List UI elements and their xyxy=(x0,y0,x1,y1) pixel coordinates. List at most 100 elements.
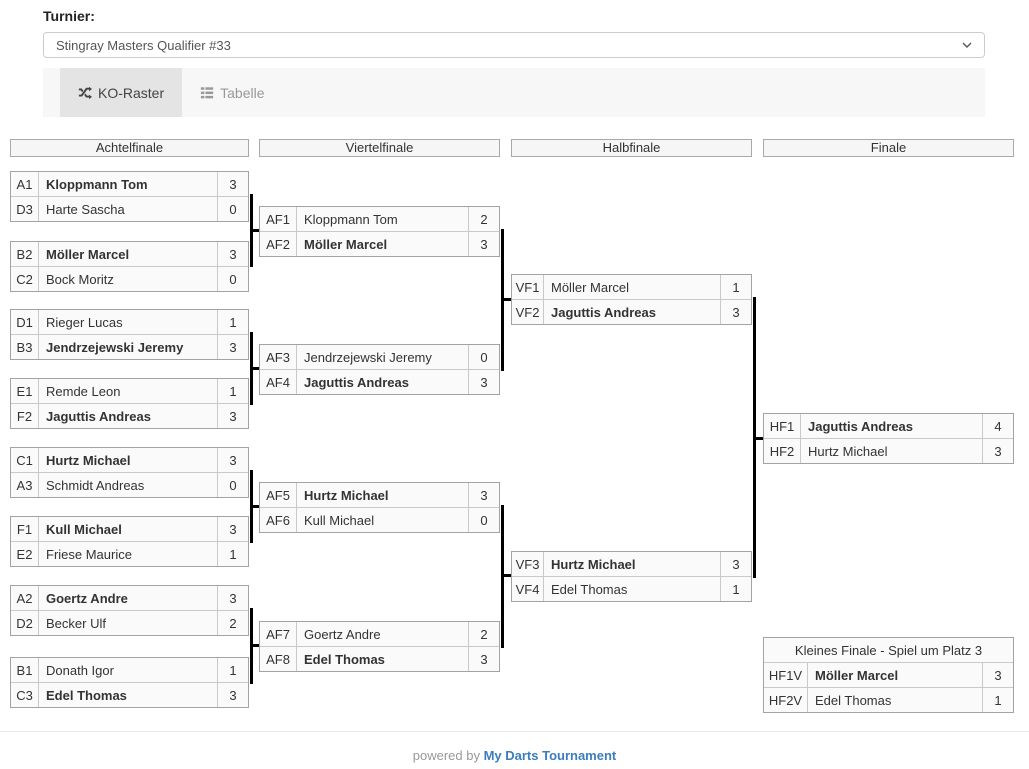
chevron-down-icon xyxy=(962,42,972,48)
match-row: AF7 Goertz Andre 2 xyxy=(260,622,499,646)
player-name: Hurtz Michael xyxy=(808,443,888,459)
match: F1 Kull Michael 3 E2 Friese Maurice 1 xyxy=(10,516,249,567)
player-code: AF8 xyxy=(260,647,297,671)
player-name: Jendrzejewski Jeremy xyxy=(46,339,184,355)
match-row: A2 Goertz Andre 3 xyxy=(11,586,248,610)
player-score: 1 xyxy=(217,542,248,566)
player-name: Hurtz Michael xyxy=(304,487,389,503)
powered-by-text: powered by xyxy=(412,748,484,763)
player-name: Hurtz Michael xyxy=(551,556,636,572)
match-row: AF2 Möller Marcel 3 xyxy=(260,231,499,256)
player-code: B1 xyxy=(11,658,39,682)
player-code: F1 xyxy=(11,517,39,541)
player-name: Edel Thomas xyxy=(46,687,127,703)
match-row: AF3 Jendrzejewski Jeremy 0 xyxy=(260,345,499,369)
player-name: Remde Leon xyxy=(46,383,121,399)
match: D1 Rieger Lucas 1 B3 Jendrzejewski Jerem… xyxy=(10,309,249,360)
player-score: 3 xyxy=(217,517,248,541)
player-score: 3 xyxy=(720,552,751,576)
player-name: Bock Moritz xyxy=(46,271,114,287)
player-score: 3 xyxy=(982,663,1013,687)
player-code: B3 xyxy=(11,335,39,359)
player-code: A1 xyxy=(11,172,39,196)
tournament-select-value: Stingray Masters Qualifier #33 xyxy=(56,37,231,53)
player-score: 1 xyxy=(720,577,751,601)
tab-tabelle[interactable]: Tabelle xyxy=(182,68,282,117)
match-row: HF1V Möller Marcel 3 xyxy=(764,663,1013,687)
player-name: Hurtz Michael xyxy=(46,452,131,468)
bracket-connector xyxy=(250,505,259,508)
player-code: C2 xyxy=(11,267,39,291)
match-row: D2 Becker Ulf 2 xyxy=(11,610,248,635)
bracket-connector xyxy=(753,437,763,440)
round-header-finale: Finale xyxy=(763,139,1014,157)
player-code: A2 xyxy=(11,586,39,610)
tab-ko-raster-label: KO-Raster xyxy=(98,84,165,101)
player-score: 3 xyxy=(217,172,248,196)
player-score: 3 xyxy=(217,683,248,707)
match-row: D3 Harte Sascha 0 xyxy=(11,196,248,221)
match-row: VF3 Hurtz Michael 3 xyxy=(512,552,751,576)
player-code: D2 xyxy=(11,611,39,635)
match: AF1 Kloppmann Tom 2 AF2 Möller Marcel 3 xyxy=(259,206,500,257)
player-score: 4 xyxy=(982,414,1013,438)
match-row: D1 Rieger Lucas 1 xyxy=(11,310,248,334)
player-score: 3 xyxy=(720,300,751,324)
player-score: 3 xyxy=(468,370,499,394)
match-kleines-finale: Kleines Finale - Spiel um Platz 3 HF1V M… xyxy=(763,637,1014,713)
player-score: 1 xyxy=(720,275,751,299)
powered-by-link[interactable]: My Darts Tournament xyxy=(483,748,617,763)
match-row: A3 Schmidt Andreas 0 xyxy=(11,472,248,497)
player-name: Möller Marcel xyxy=(551,279,630,295)
player-code: AF4 xyxy=(260,370,297,394)
player-code: B2 xyxy=(11,242,39,266)
player-code: D3 xyxy=(11,197,39,221)
match-row: HF1 Jaguttis Andreas 4 xyxy=(764,414,1013,438)
player-name: Jendrzejewski Jeremy xyxy=(304,349,432,365)
player-code: F2 xyxy=(11,404,39,428)
match: C1 Hurtz Michael 3 A3 Schmidt Andreas 0 xyxy=(10,447,249,498)
player-name: Rieger Lucas xyxy=(46,314,123,330)
player-score: 3 xyxy=(982,439,1013,463)
tournament-select[interactable]: Stingray Masters Qualifier #33 xyxy=(43,32,985,58)
player-name: Kull Michael xyxy=(46,521,122,537)
footer: powered by My Darts Tournament xyxy=(0,748,1029,763)
match-row: VF1 Möller Marcel 1 xyxy=(512,275,751,299)
match-row: B2 Möller Marcel 3 xyxy=(11,242,248,266)
player-score: 3 xyxy=(468,232,499,256)
match: A2 Goertz Andre 3 D2 Becker Ulf 2 xyxy=(10,585,249,636)
match: HF1 Jaguttis Andreas 4 HF2 Hurtz Michael… xyxy=(763,413,1014,464)
player-name: Edel Thomas xyxy=(815,692,892,708)
player-code: C3 xyxy=(11,683,39,707)
bracket-connector xyxy=(501,298,511,301)
player-score: 0 xyxy=(217,473,248,497)
player-name: Jaguttis Andreas xyxy=(808,418,913,434)
player-code: C1 xyxy=(11,448,39,472)
player-score: 3 xyxy=(468,647,499,671)
round-header-achtelfinale: Achtelfinale xyxy=(10,139,249,157)
kleines-finale-title: Kleines Finale - Spiel um Platz 3 xyxy=(764,638,1013,663)
shuffle-icon xyxy=(78,86,92,100)
match-row: AF4 Jaguttis Andreas 3 xyxy=(260,369,499,394)
player-name: Harte Sascha xyxy=(46,201,125,217)
player-code: VF4 xyxy=(512,577,544,601)
list-icon xyxy=(200,86,214,100)
match-row: F2 Jaguttis Andreas 3 xyxy=(11,403,248,428)
player-score: 3 xyxy=(468,483,499,507)
match-row: B3 Jendrzejewski Jeremy 3 xyxy=(11,334,248,359)
tab-tabelle-label: Tabelle xyxy=(220,84,265,101)
match-row: C1 Hurtz Michael 3 xyxy=(11,448,248,472)
match-row: HF2 Hurtz Michael 3 xyxy=(764,438,1013,463)
player-code: E1 xyxy=(11,379,39,403)
tab-ko-raster[interactable]: KO-Raster xyxy=(60,68,183,117)
player-code: VF2 xyxy=(512,300,544,324)
round-header-halbfinale: Halbfinale xyxy=(511,139,752,157)
match-row: AF1 Kloppmann Tom 2 xyxy=(260,207,499,231)
player-score: 2 xyxy=(468,622,499,646)
player-code: HF1 xyxy=(764,414,801,438)
player-score: 3 xyxy=(217,404,248,428)
match-row: C2 Bock Moritz 0 xyxy=(11,266,248,291)
player-name: Goertz Andre xyxy=(304,626,381,642)
player-code: VF1 xyxy=(512,275,544,299)
